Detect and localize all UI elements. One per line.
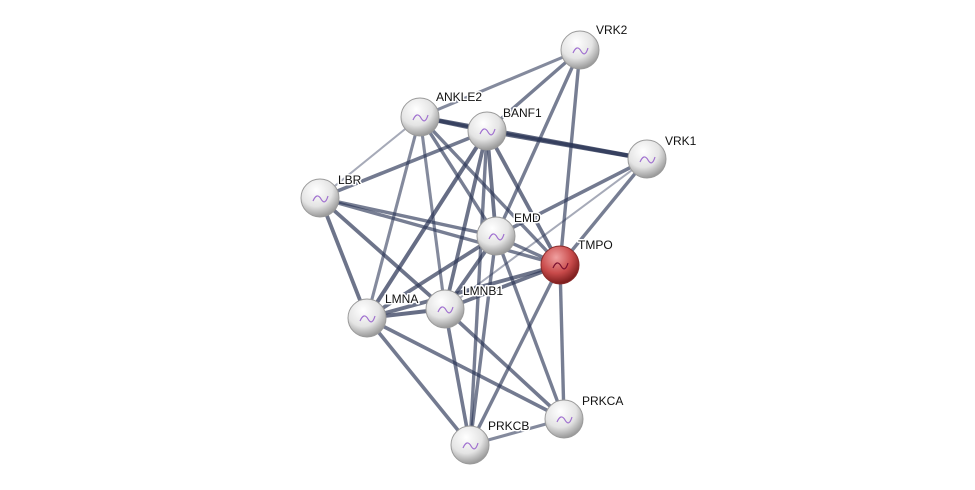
protein-structure-icon (312, 195, 329, 203)
edge-tmpo-lmna[interactable] (366, 263, 561, 320)
edge-banf1-vrk1[interactable] (486, 128, 648, 162)
node-vrk2[interactable]: VRK2 (560, 22, 629, 70)
edge-tmpo-prkca[interactable] (558, 264, 566, 420)
node-tmpo[interactable]: TMPO (540, 237, 614, 285)
edge-tmpo-prkcb[interactable] (468, 264, 562, 446)
edge-vrk2-emd[interactable] (494, 49, 582, 237)
protein-structure-icon (572, 47, 589, 55)
protein-structure-icon (479, 128, 496, 136)
node-label: LMNA (385, 292, 418, 306)
edge-lbr-emd[interactable] (319, 196, 497, 238)
edge-lmnb1-prkca[interactable] (443, 307, 566, 421)
edge-vrk1-lmnb1[interactable] (444, 158, 648, 310)
node-prkca[interactable]: PRKCA (544, 393, 625, 439)
edge-tmpo-lmnb1[interactable] (444, 263, 561, 311)
node-lbr[interactable]: LBR (300, 172, 363, 218)
edge-ankle2-lbr[interactable] (319, 116, 421, 199)
edge-lmna-prkca[interactable] (366, 316, 565, 421)
edge-lmna-prkcb[interactable] (365, 316, 472, 447)
edge-lbr-tmpo[interactable] (319, 196, 561, 267)
node-label: PRKCA (582, 394, 623, 408)
edge-ankle2-tmpo[interactable] (418, 115, 562, 267)
edge-vrk1-emd[interactable] (495, 157, 648, 238)
edge-ankle2-vrk2[interactable] (419, 48, 581, 119)
node-label: LMNB1 (463, 284, 503, 298)
node-emd[interactable]: EMD (476, 210, 543, 256)
edge-banf1-vrk2[interactable] (485, 48, 582, 133)
edge-banf1-lbr[interactable] (319, 129, 488, 200)
protein-structure-icon (437, 306, 454, 314)
edge-banf1-lmnb1[interactable] (443, 130, 489, 310)
edge-vrk1-tmpo[interactable] (558, 157, 649, 267)
node-lmna[interactable]: LMNA (347, 291, 420, 338)
node-banf1[interactable]: BANF1 (467, 105, 544, 151)
edge-lbr-lmnb1[interactable] (318, 196, 447, 311)
protein-structure-icon (552, 262, 569, 270)
node-label: VRK1 (665, 134, 697, 148)
edge-emd-lmna[interactable] (365, 234, 498, 320)
protein-structure-icon (639, 156, 656, 164)
node-label: LBR (338, 173, 362, 187)
protein-structure-icon (556, 416, 573, 424)
node-label: ANKLE2 (436, 90, 482, 104)
protein-structure-icon (462, 442, 479, 450)
protein-structure-icon (359, 315, 376, 323)
node-label: PRKCB (488, 419, 529, 433)
edge-banf1-tmpo[interactable] (485, 130, 562, 266)
node-label: VRK2 (596, 23, 628, 37)
edge-banf1-lmna[interactable] (365, 129, 489, 320)
edge-emd-prkcb[interactable] (468, 235, 498, 446)
node-lmnb1[interactable]: LMNB1 (425, 283, 505, 329)
node-vrk1[interactable]: VRK1 (627, 133, 698, 179)
node-label: EMD (514, 211, 541, 225)
node-prkcb[interactable]: PRKCB (450, 418, 531, 465)
node-label: BANF1 (503, 106, 542, 120)
edge-lbr-lmna[interactable] (318, 197, 369, 319)
node-label: TMPO (578, 238, 613, 252)
edge-vrk2-tmpo[interactable] (558, 49, 582, 266)
edge-lmnb1-prkcb[interactable] (443, 308, 472, 446)
protein-structure-icon (412, 114, 429, 122)
node-ankle2[interactable]: ANKLE2 (400, 89, 484, 137)
protein-structure-icon (488, 233, 505, 241)
